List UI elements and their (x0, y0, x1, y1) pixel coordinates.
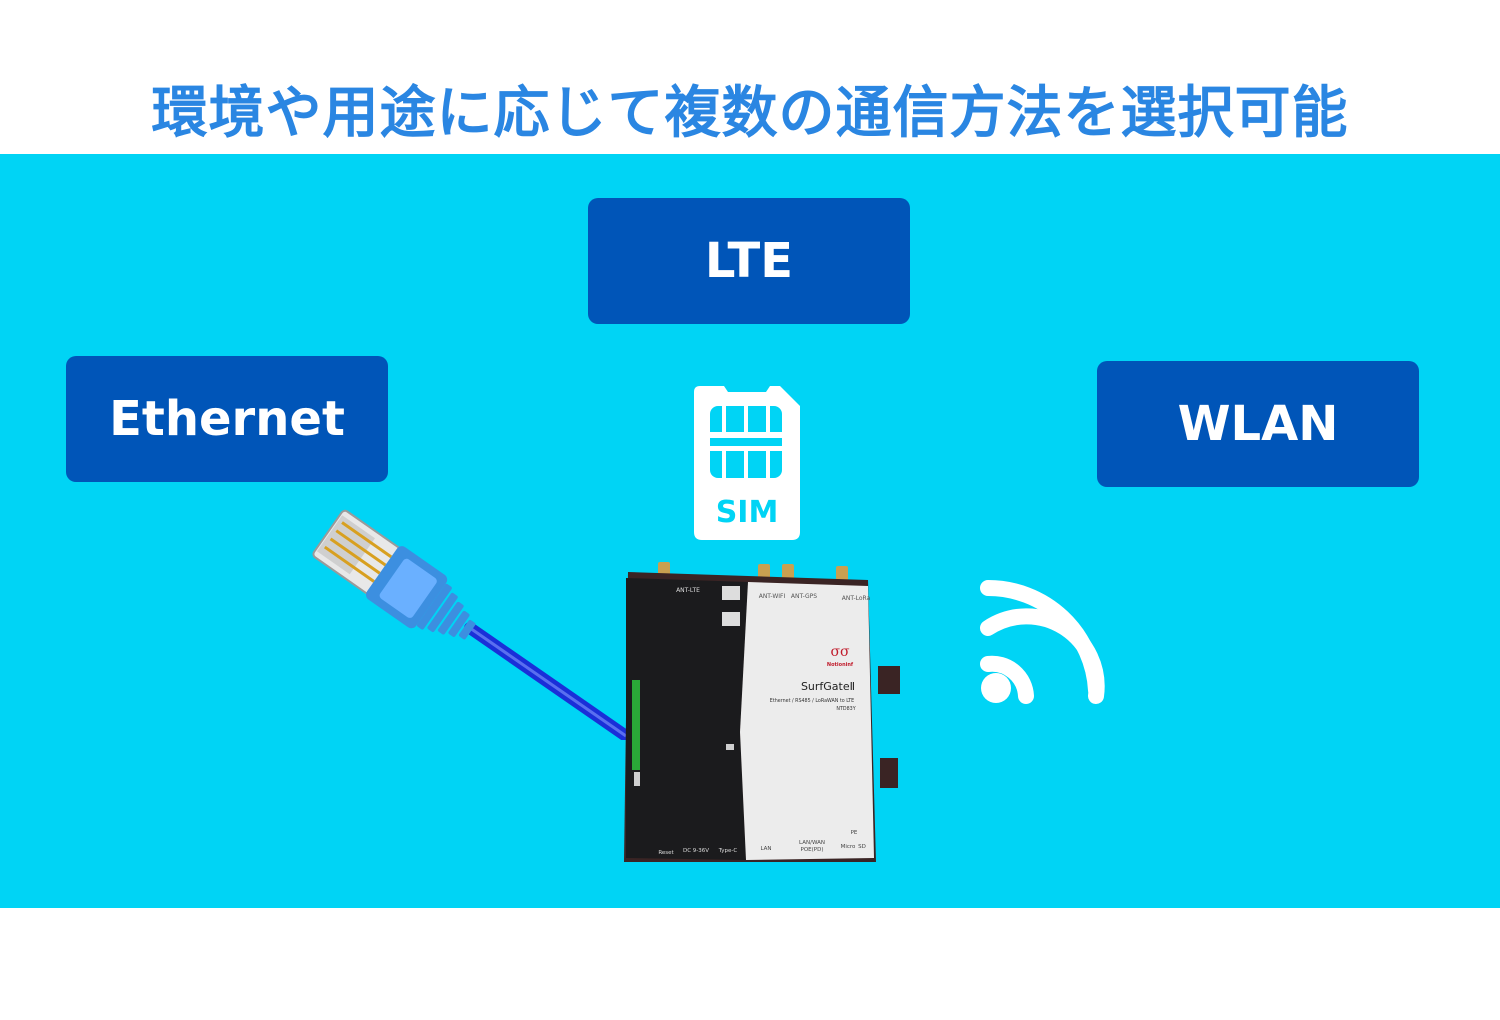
ethernet-cable-icon (312, 509, 630, 740)
wlan-label-box: WLAN (1097, 361, 1419, 487)
device-subtitle: Ethernet / RS485 / LoRaWAN to LTE (770, 698, 854, 704)
port-label-ant-lte: ANT-LTE (676, 587, 700, 594)
lte-label-box: LTE (588, 198, 910, 324)
sim-label: SIM (716, 495, 779, 530)
port-label-ant-wifi: ANT-WIFI (759, 593, 786, 600)
port-label-poe: POE(PD) (801, 847, 824, 853)
port-label-dc: DC 9-36V (683, 848, 709, 854)
device-name: SurfGateⅡ (801, 680, 855, 693)
port-label-lan: LAN (760, 846, 771, 852)
diagram-panel: LTE Ethernet WLAN SIM (0, 154, 1500, 908)
device-brand: Notioninf (827, 662, 854, 668)
ethernet-label-box: Ethernet (66, 356, 388, 482)
page-title: 環境や用途に応じて複数の通信方法を選択可能 (151, 81, 1349, 146)
port-label-reset: Reset (658, 850, 674, 856)
sim-card-icon: SIM (694, 386, 800, 540)
wlan-label: WLAN (1177, 396, 1339, 452)
port-label-lan-wan: LAN/WAN (799, 840, 825, 846)
gateway-device-icon: ANT-LTE ANT-WIFI ANT-GPS ANT-LoRa σσ Not… (624, 562, 900, 862)
ethernet-label: Ethernet (109, 391, 345, 447)
device-model: NTD83Y (836, 706, 855, 712)
port-label-sd: SD (858, 844, 866, 850)
port-label-micro: Micro (841, 844, 856, 850)
lte-label: LTE (704, 233, 794, 289)
port-label-pe: PE (851, 830, 858, 836)
port-label-ant-gps: ANT-GPS (791, 593, 817, 600)
port-label-type-c: Type-C (718, 848, 738, 854)
wifi-icon (980, 579, 1105, 704)
port-label-ant-lora: ANT-LoRa (842, 595, 871, 602)
brand-logo-icon: σσ (830, 644, 850, 660)
